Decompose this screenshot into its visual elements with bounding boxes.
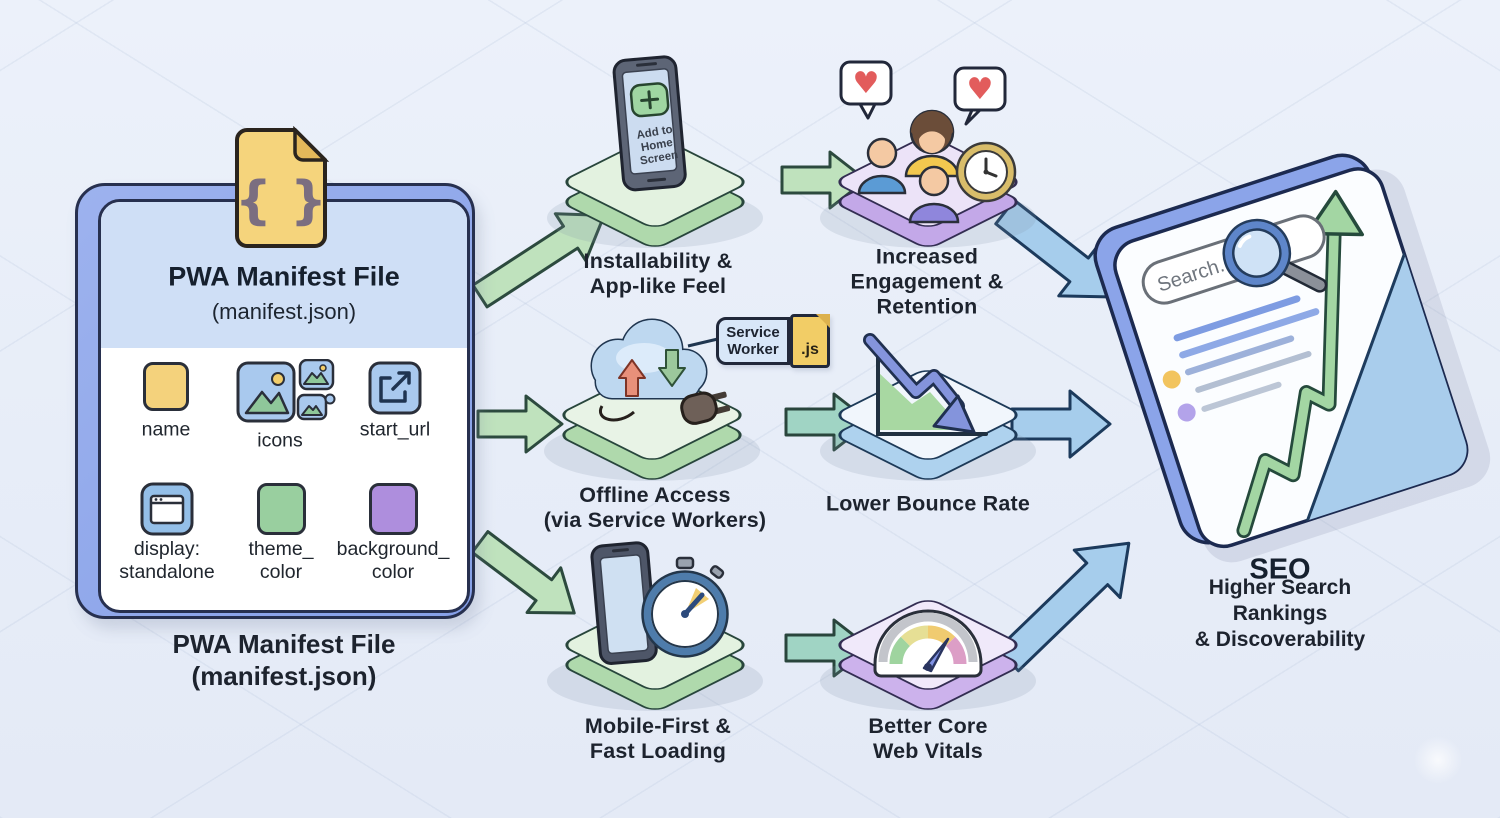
caption-bounce: Lower Bounce Rate: [825, 491, 1031, 516]
caption-installability: Installability & App-like Feel: [583, 249, 733, 298]
display-standalone-icon: [140, 482, 194, 536]
service-worker-tag-label: Service Worker: [716, 317, 790, 365]
search-result-lines: [1173, 295, 1320, 412]
item-label-name: name: [141, 418, 191, 441]
node-bounce: [820, 333, 1036, 481]
node-installability: [547, 55, 763, 248]
name-swatch-icon: [143, 362, 189, 411]
caption-offline: Offline Access (via Service Workers): [543, 483, 767, 532]
seo-title: SEO: [1249, 553, 1311, 586]
js-file-icon: .js: [790, 314, 830, 368]
declining-chart-icon: [863, 333, 988, 436]
item-label-display: display: standalone: [119, 538, 215, 583]
js-file-extension: .js: [801, 341, 819, 358]
service-worker-tag: Service Worker .js: [716, 314, 830, 368]
seo-browser: Search...: [1093, 153, 1491, 563]
braces-glyph: { }: [235, 171, 327, 231]
json-file-icon: { }: [235, 126, 330, 248]
cloud-icon: [590, 318, 731, 425]
result-bullet-purple: [1177, 403, 1196, 422]
seo-caption: Higher Search Rankings & Discoverability: [1194, 576, 1366, 651]
stopwatch-icon: [641, 556, 729, 658]
arrow-vitals-to-seo: [996, 541, 1131, 673]
phone-add-to-home-icon: [612, 55, 687, 192]
heart-bubble-icon: ♥: [953, 66, 1007, 126]
arrow-card-to-offline: [476, 394, 564, 454]
arrow-engagement-to-seo: [994, 198, 1116, 299]
background-color-swatch-icon: [369, 483, 418, 535]
clock-icon: [955, 141, 1017, 203]
caption-vitals: Better Core Web Vitals: [868, 714, 988, 763]
result-bullet-yellow: [1162, 370, 1181, 389]
person-blue-icon: [857, 137, 907, 195]
sparkle-decoration: [1412, 734, 1464, 786]
heart-icon: ♥: [967, 72, 994, 107]
gauge-icon: [873, 609, 983, 678]
manifest-card-caption: PWA Manifest File (manifest.json): [172, 629, 396, 691]
download-arrow-icon: [658, 349, 686, 387]
heart-icon: ♥: [853, 66, 880, 101]
heart-bubble-icon: ♥: [839, 60, 893, 120]
theme-color-swatch-icon: [257, 483, 306, 535]
caption-engagement: Increased Engagement & Retention: [850, 244, 1004, 319]
item-label-start-url: start_url: [359, 418, 431, 441]
item-label-theme-color: theme_ color: [248, 538, 314, 583]
plus-icon: [640, 90, 660, 110]
magnifier-icon: [1222, 218, 1328, 293]
person-purple-icon: [908, 165, 960, 224]
node-engagement: ♥ ♥: [820, 60, 1036, 248]
arrow-card-to-mobile: [470, 530, 576, 615]
upload-arrow-icon: [618, 359, 646, 397]
manifest-card-title: PWA Manifest File: [168, 261, 400, 292]
node-offline: [544, 318, 760, 481]
item-label-icons: icons: [257, 429, 303, 452]
item-label-background-color: background_ color: [336, 538, 450, 583]
manifest-card-subtitle: (manifest.json): [211, 299, 357, 324]
icons-images-icon: [236, 359, 336, 423]
arrow-card-to-installability: [471, 212, 606, 309]
start-url-icon: [368, 361, 422, 415]
node-vitals: [820, 600, 1036, 711]
caption-mobile: Mobile-First & Fast Loading: [584, 714, 732, 763]
file-fold-corner: [816, 314, 830, 328]
plug-icon: [598, 391, 731, 425]
node-mobile: [547, 541, 763, 711]
arrow-bounce-to-seo: [1010, 389, 1112, 459]
